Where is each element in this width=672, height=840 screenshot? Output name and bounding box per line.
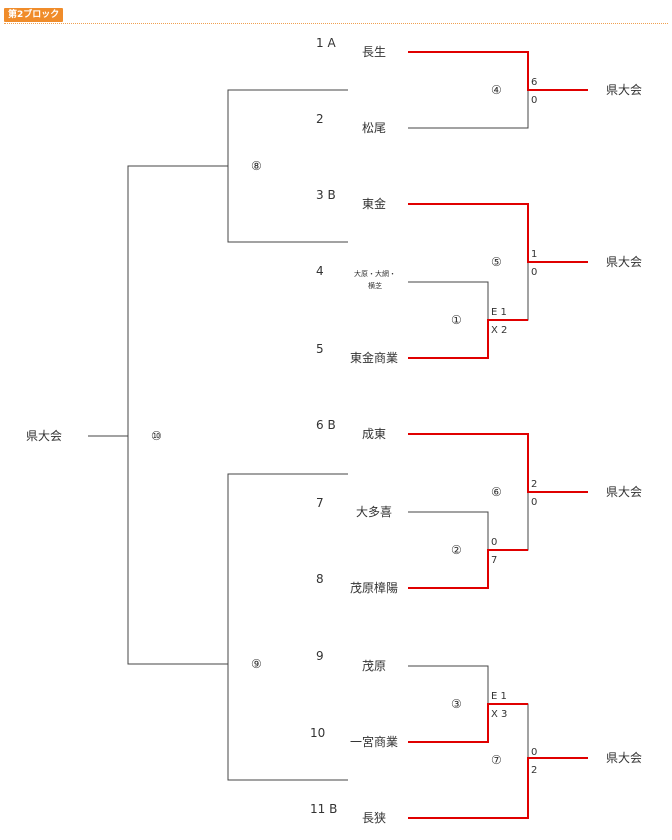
seed-8: 8 (316, 572, 324, 586)
score-m4-bottom: 0 (531, 95, 537, 106)
score-m5-top: 1 (531, 249, 537, 260)
team-naruto: 成東 (362, 427, 386, 441)
win-mobara-shoyo (408, 549, 528, 589)
match-8: ⑧ (251, 159, 262, 173)
team-togane: 東金 (362, 196, 386, 211)
match-3: ③ (451, 697, 462, 711)
score-m4-top: 6 (531, 77, 537, 88)
win-chosei (408, 51, 588, 91)
match-labels: ① ② ③ ④ ⑤ ⑥ ⑦ ⑧ ⑨ ⑩ (151, 83, 502, 767)
result-labels: 県大会 県大会 県大会 県大会 県大会 (26, 83, 642, 765)
win-ichinomiya (408, 703, 528, 743)
score-m2-top: 0 (491, 537, 497, 548)
block-label: 第2ブロック (4, 8, 64, 22)
line-mobara (408, 665, 489, 704)
score-m1-top: E 1 (491, 307, 507, 318)
win-togane-shogyo (408, 319, 528, 359)
line-ohara (408, 281, 489, 320)
header-divider (4, 23, 668, 24)
winner-lines (408, 51, 588, 819)
team-togane-shogyo: 東金商業 (350, 350, 398, 365)
seed-10: 10 (310, 726, 325, 740)
score-m3-bottom: X 3 (491, 709, 507, 720)
match-6: ⑥ (491, 485, 502, 499)
win-nagasa (408, 757, 588, 819)
seed-3: 3 B (316, 188, 336, 202)
line-otaki (408, 511, 489, 550)
seed-9: 9 (316, 649, 324, 663)
seed-6: 6 B (316, 418, 336, 432)
team-mobara: 茂原 (362, 659, 386, 673)
result-4: 県大会 (606, 751, 642, 765)
score-m6-top: 2 (531, 479, 537, 490)
team-ichinomiya-shogyo: 一宮商業 (350, 734, 398, 749)
match-4: ④ (491, 83, 502, 97)
seed-5: 5 (316, 342, 324, 356)
win-naruto (408, 433, 588, 493)
score-labels: E 1 X 2 0 7 E 1 X 3 6 0 1 0 2 0 0 2 (491, 77, 537, 776)
win-togane (408, 203, 588, 263)
match-7: ⑦ (491, 753, 502, 767)
line-matsuo (408, 90, 529, 129)
team-ohara-line1: 大原・大網・ (354, 269, 396, 278)
team-mobara-shoyo: 茂原樟陽 (350, 580, 398, 595)
result-final: 県大会 (26, 429, 62, 443)
score-m7-bottom: 2 (531, 765, 537, 776)
line-m9 (227, 473, 348, 781)
score-m5-bottom: 0 (531, 267, 537, 278)
result-1: 県大会 (606, 83, 642, 97)
score-m3-top: E 1 (491, 691, 507, 702)
score-m7-top: 0 (531, 747, 537, 758)
score-m6-bottom: 0 (531, 497, 537, 508)
match-1: ① (451, 313, 462, 327)
match-9: ⑨ (251, 657, 262, 671)
match-5: ⑤ (491, 255, 502, 269)
bracket-lines (88, 89, 529, 781)
score-m2-bottom: 7 (491, 555, 497, 566)
team-nagasa: 長狭 (362, 811, 386, 825)
team-ohara-line2: 横芝 (368, 281, 382, 290)
line-m10 (127, 165, 228, 665)
seed-4: 4 (316, 264, 324, 278)
team-labels: 長生 松尾 東金 大原・大網・ 横芝 東金商業 成東 大多喜 茂原樟陽 茂原 一… (350, 45, 398, 825)
line-m8 (227, 89, 348, 243)
result-2: 県大会 (606, 255, 642, 269)
seed-7: 7 (316, 496, 324, 510)
team-matsuo: 松尾 (362, 121, 386, 135)
seed-1: 1 A (316, 36, 336, 50)
result-3: 県大会 (606, 485, 642, 499)
match-2: ② (451, 543, 462, 557)
score-m1-bottom: X 2 (491, 325, 507, 336)
seed-11: 11 B (310, 802, 337, 816)
team-chosei: 長生 (362, 45, 386, 59)
seed-labels: 1 A 2 3 B 4 5 6 B 7 8 9 10 11 B (310, 36, 337, 816)
match-10: ⑩ (151, 429, 162, 443)
team-otaki: 大多喜 (356, 505, 392, 519)
seed-2: 2 (316, 112, 324, 126)
